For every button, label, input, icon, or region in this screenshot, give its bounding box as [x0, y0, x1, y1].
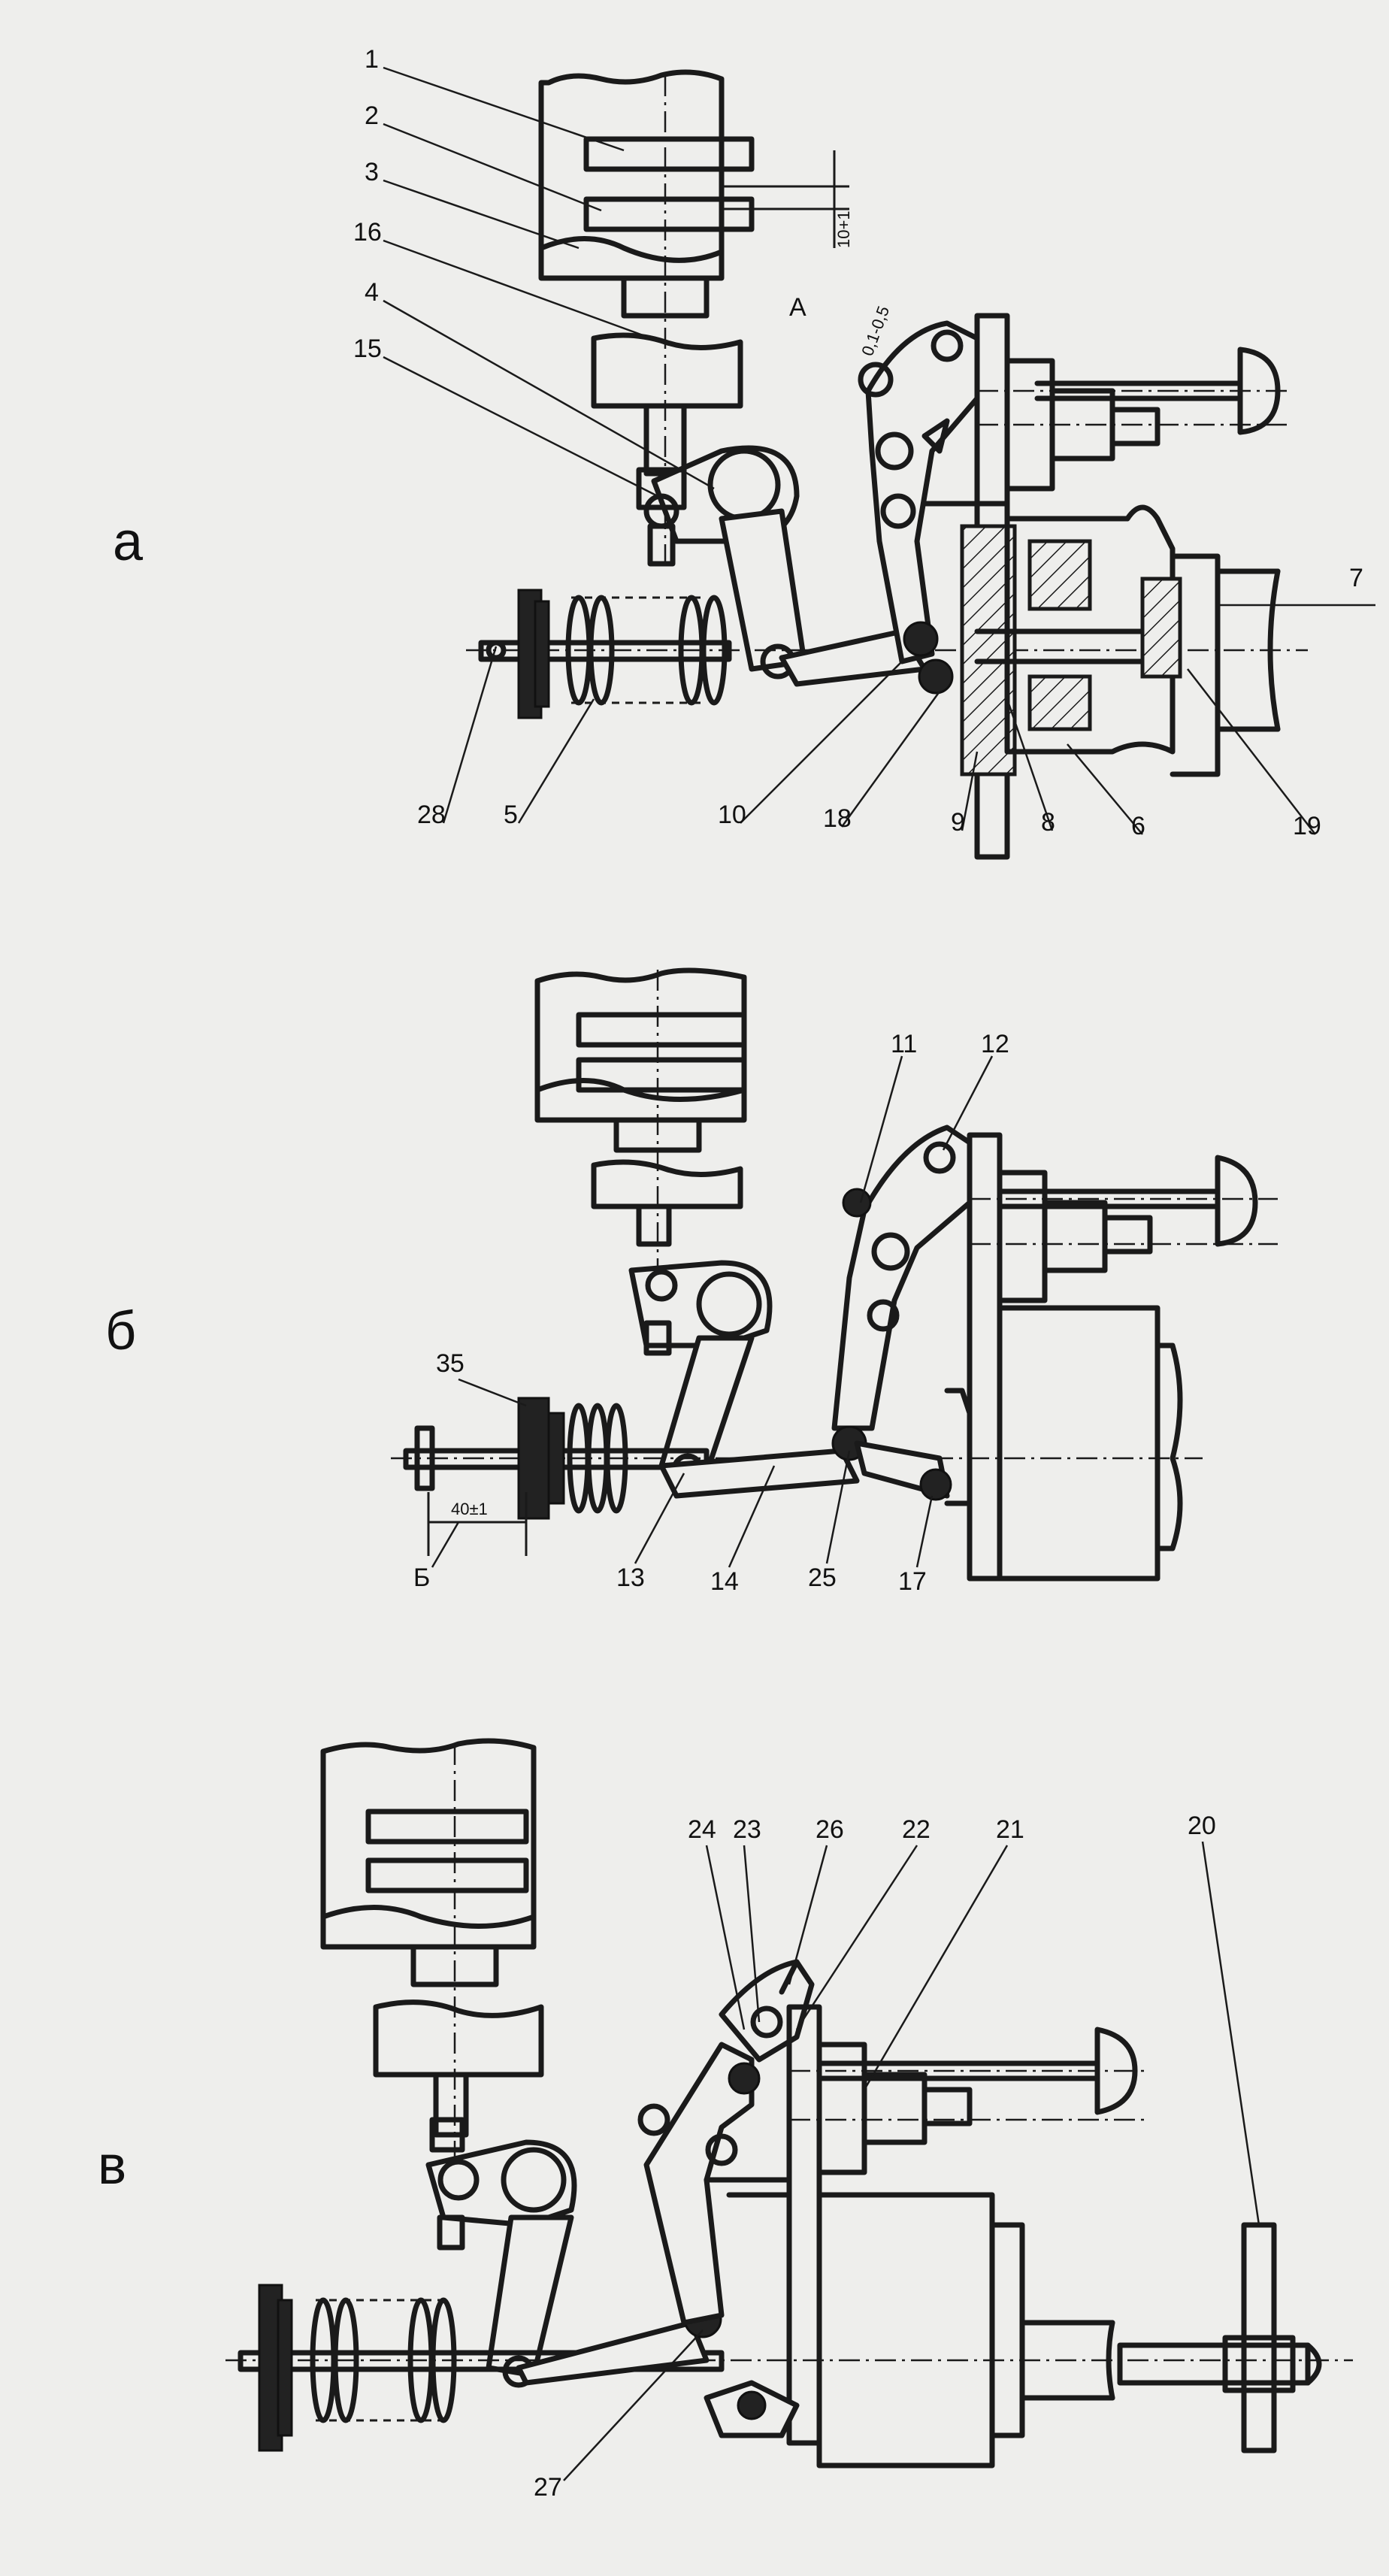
callout-6: 6 — [1131, 812, 1145, 840]
callout-14: 14 — [710, 1567, 739, 1596]
view-label-b: б — [105, 1301, 136, 1361]
callout-11: 11 — [891, 1030, 917, 1058]
view-label-v: в — [98, 2136, 126, 2196]
callout-5: 5 — [504, 801, 518, 829]
spring-5 — [565, 595, 728, 706]
view-b-mechanism — [391, 967, 1278, 1582]
callout-8: 8 — [1041, 808, 1055, 837]
letter-a: А — [789, 293, 806, 322]
view-a-callouts: 1 2 3 16 4 15 7 28 5 10 18 9 8 6 19 А 0,… — [113, 45, 1375, 840]
callout-12: 12 — [981, 1030, 1009, 1058]
callout-1: 1 — [365, 45, 379, 74]
gap-label: 0,1-0,5 — [858, 304, 893, 359]
callout-22: 22 — [902, 1815, 931, 1844]
callout-3: 3 — [365, 158, 379, 186]
view-v-callouts: 24 23 26 22 21 20 27 в — [98, 1812, 1260, 2502]
callout-7: 7 — [1349, 564, 1363, 592]
callout-16: 16 — [353, 218, 382, 247]
dim-40: 40±1 — [451, 1500, 488, 1518]
callout-18: 18 — [823, 804, 852, 833]
view-v-mechanism — [225, 1738, 1353, 2469]
callout-35: 35 — [436, 1349, 465, 1378]
callout-13: 13 — [616, 1563, 645, 1592]
callout-10: 10 — [718, 801, 746, 829]
callout-2: 2 — [365, 101, 379, 130]
callout-20: 20 — [1188, 1812, 1216, 1840]
callout-4: 4 — [365, 278, 379, 307]
callout-23: 23 — [733, 1815, 761, 1844]
callout-19: 19 — [1293, 812, 1321, 840]
callout-27: 27 — [534, 2473, 562, 2502]
callout-26: 26 — [816, 1815, 844, 1844]
view-b-callouts: 11 12 35 13 14 25 17 Б 40±1 б — [105, 1030, 1009, 1596]
view-label-a: а — [113, 512, 144, 572]
view-a-mechanism — [466, 69, 1308, 860]
dim-10: 10+1 — [834, 210, 853, 248]
callout-25: 25 — [808, 1563, 837, 1592]
callout-24: 24 — [688, 1815, 716, 1844]
callout-9: 9 — [951, 808, 965, 837]
callout-17: 17 — [898, 1567, 927, 1596]
callout-28: 28 — [417, 801, 446, 829]
callout-21: 21 — [996, 1815, 1024, 1844]
letter-b: Б — [413, 1563, 430, 1592]
callout-15: 15 — [353, 334, 382, 363]
